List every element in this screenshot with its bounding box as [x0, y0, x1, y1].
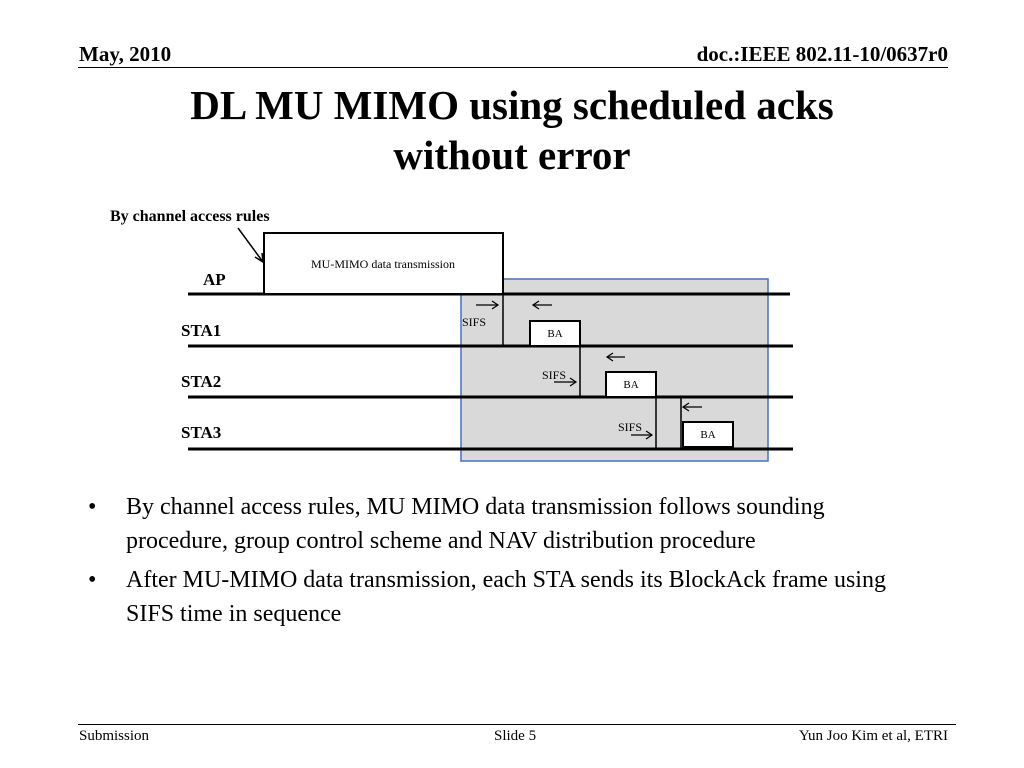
mu-mimo-data-frame-label: MU-MIMO data transmission: [311, 257, 455, 271]
sifs-label: SIFS: [618, 420, 642, 434]
footer-divider: [78, 724, 956, 725]
sta2-ba-frame: [605, 371, 657, 398]
bullet-marker: •: [88, 567, 97, 593]
sifs-boundary-arrowhead: [605, 352, 614, 362]
bullet-item: • After MU-MIMO data transmission, each S…: [88, 563, 908, 631]
bullet-text: After MU-MIMO data transmission, each ST…: [126, 567, 886, 627]
ba-label: BA: [700, 429, 715, 441]
station-label-ap: AP: [203, 270, 226, 289]
footer-submission: Submission: [79, 728, 150, 744]
sifs-label: SIFS: [462, 315, 486, 329]
header-date: May, 2010: [79, 42, 172, 66]
footer-authors: Yun Joo Kim et al, ETRI: [798, 728, 948, 744]
slide-title-line-2: without error: [393, 132, 631, 178]
bullet-marker: •: [88, 494, 97, 520]
header-divider: [78, 67, 948, 68]
ba-label: BA: [623, 379, 638, 391]
sta1-ba-frame: [529, 320, 581, 347]
bullet-text: By channel access rules, MU MIMO data tr…: [126, 494, 825, 554]
channel-access-annotation: By channel access rules: [110, 208, 270, 225]
station-label-sta3: STA3: [181, 423, 221, 442]
sifs-boundary-arrowhead: [645, 430, 654, 440]
station-label-sta1: STA1: [181, 321, 221, 340]
sifs-boundary-arrowhead: [531, 300, 540, 310]
station-label-sta2: STA2: [181, 372, 221, 391]
bullet-list: • By channel access rules, MU MIMO data t…: [88, 490, 908, 636]
header-doc-id: doc.:IEEE 802.11-10/0637r0: [696, 42, 948, 66]
mu-mimo-data-frame: [263, 232, 504, 295]
sifs-boundary-arrowhead: [569, 377, 578, 387]
sifs-boundary-arrowhead: [681, 402, 690, 412]
bullet-item: • By channel access rules, MU MIMO data t…: [88, 490, 908, 558]
sta3-ba-frame: [682, 421, 734, 448]
slide-title: DL MU MIMO using scheduled acks without …: [0, 80, 1024, 180]
sifs-boundary-arrowhead: [491, 300, 500, 310]
annotation-pointer: [237, 227, 264, 263]
slide-title-line-1: DL MU MIMO using scheduled acks: [190, 82, 834, 128]
sifs-label: SIFS: [542, 368, 566, 382]
ba-label: BA: [547, 328, 562, 340]
footer-slide-number: Slide 5: [494, 728, 537, 744]
